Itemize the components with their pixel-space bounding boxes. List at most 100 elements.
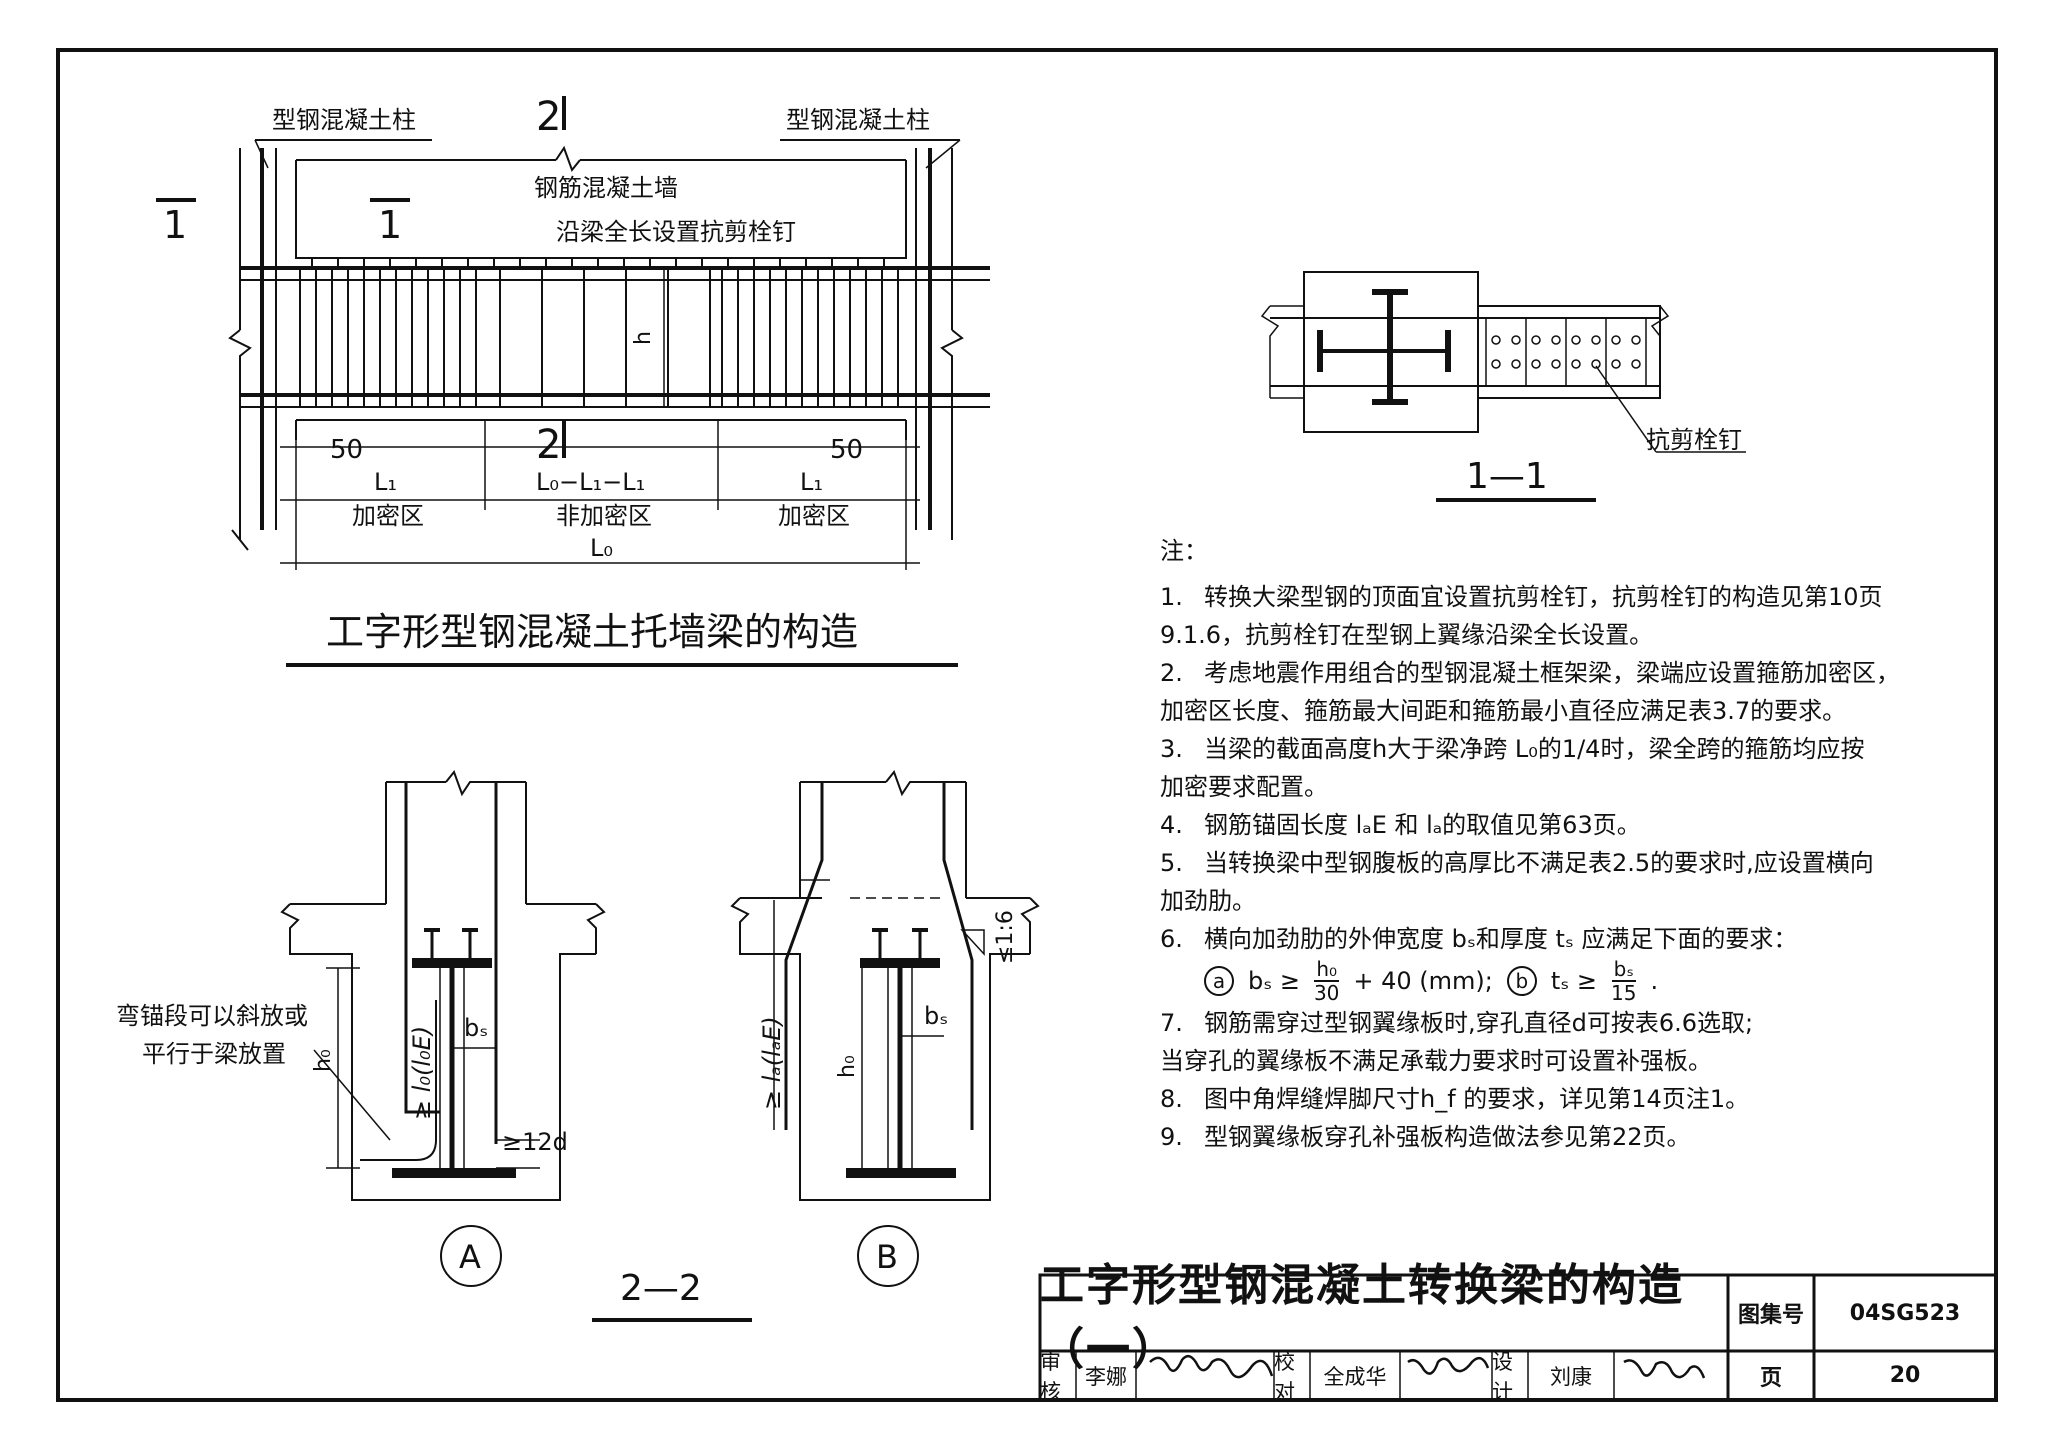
zone-right: 加密区 <box>778 502 850 530</box>
notes-heading: 注： <box>1160 537 1208 565</box>
zone-left: 加密区 <box>352 502 424 530</box>
note-text: 图中角焊缝焊脚尺寸h_f 的要求，详见第14页注1。 <box>1204 1085 1750 1113</box>
a-bs: bₛ <box>464 1014 488 1042</box>
note-text: 横向加劲肋的外伸宽度 bₛ和厚度 tₛ 应满足下面的要求： <box>1204 925 1798 953</box>
stud-dot <box>1531 359 1541 369</box>
section-22-a-drawing <box>280 769 606 1201</box>
note-num: 8. <box>1160 1085 1183 1113</box>
h-label: h <box>631 331 656 345</box>
note-cont: 9.1.6，抗剪栓钉在型钢上翼缘沿梁全长设置。 <box>1160 621 1654 649</box>
note-item: 8. 图中角焊缝焊脚尺寸h_f 的要求，详见第14页注1。 <box>1160 1080 1980 1118</box>
stud-dot <box>1631 335 1641 345</box>
note-item: 3. 当梁的截面高度h大于梁净跨 L₀的1/4时，梁全跨的箍筋均应按 <box>1160 730 1980 768</box>
section-2-bottom: 2 <box>536 422 561 468</box>
page-value: 20 <box>1889 1363 1921 1388</box>
review-label: 审核 <box>1040 1349 1061 1404</box>
dim-l1-left: L₁ <box>374 468 397 496</box>
note-text: 转换大梁型钢的顶面宜设置抗剪栓钉，抗剪栓钉的构造见第10页 <box>1204 583 1883 611</box>
dim-mid: L₀−L₁−L₁ <box>536 468 645 496</box>
stud-dot <box>1511 335 1521 345</box>
section-1-left: 1 <box>163 203 187 247</box>
dim-50-right: 50 <box>830 435 863 465</box>
title-block: 工字形型钢混凝土转换梁的构造（一） 图集号 04SG523 审核 李娜 校对 全… <box>1040 1260 2005 1404</box>
note-item: 1.转换大梁型钢的顶面宜设置抗剪栓钉，抗剪栓钉的构造见第10页 <box>1160 578 1980 616</box>
note-num: 7. <box>1160 1009 1183 1037</box>
signature-check <box>1407 1356 1490 1375</box>
stud-dot <box>1511 359 1521 369</box>
check-label: 校对 <box>1274 1349 1295 1404</box>
signature-design <box>1623 1359 1706 1379</box>
atlas-value: 04SG523 <box>1849 1300 1961 1326</box>
zone-mid: 非加密区 <box>556 502 652 530</box>
formula-a-num: h₀ <box>1314 957 1340 982</box>
section-22-title: 2—2 <box>620 1268 702 1309</box>
stud-dot <box>1571 359 1581 369</box>
section-1-mid: 1 <box>378 203 402 247</box>
dim-l1-right: L₁ <box>800 468 823 496</box>
formula-a-lhs: bₛ ≥ <box>1248 967 1300 995</box>
a-anchor: ≥ l₀(l₀E) <box>408 1026 436 1120</box>
design-name: 刘康 <box>1550 1364 1592 1389</box>
note-num: 5. <box>1160 849 1183 877</box>
note-item: 7. 钢筋需穿过型钢翼缘板时,穿孔直径d可按表6.6选取; <box>1160 1004 1980 1042</box>
section-11-title: 1—1 <box>1466 456 1548 497</box>
note-cont: 当穿孔的翼缘板不满足承载力要求时可设置补强板。 <box>1160 1047 1712 1075</box>
section-11-drawing <box>1260 271 1746 502</box>
note-cont: 加密要求配置。 <box>1160 773 1328 801</box>
note-text: 型钢翼缘板穿孔补强板构造做法参见第22页。 <box>1204 1123 1691 1151</box>
design-label: 设计 <box>1492 1349 1513 1404</box>
note-item: 5. 当转换梁中型钢腹板的高厚比不满足表2.5的要求时,应设置横向 <box>1160 844 1980 882</box>
mark-b: B <box>876 1238 898 1276</box>
col-label-left: 型钢混凝土柱 <box>272 106 416 134</box>
note-num: 6. <box>1160 925 1183 953</box>
elevation-title: 工字形型钢混凝土托墙梁的构造 <box>326 610 858 654</box>
formula-b-num: bₛ <box>1611 957 1636 982</box>
stud-dot <box>1491 359 1501 369</box>
a-note-line2: 平行于梁放置 <box>142 1040 286 1068</box>
note-text: 考虑地震作用组合的型钢混凝土框架梁，梁端应设置箍筋加密区， <box>1204 659 1900 687</box>
stud-dot <box>1591 335 1601 345</box>
note-text: 钢筋需穿过型钢翼缘板时,穿孔直径d可按表6.6选取; <box>1204 1009 1754 1037</box>
a-note-line1: 弯锚段可以斜放或 <box>116 1002 308 1030</box>
mark-a-circle <box>440 1225 502 1287</box>
a-h0: h₀ <box>311 1049 336 1072</box>
col-label-right: 型钢混凝土柱 <box>786 106 930 134</box>
note-item: 6. 横向加劲肋的外伸宽度 bₛ和厚度 tₛ 应满足下面的要求： <box>1160 920 1980 958</box>
note-cont: 加密区长度、箍筋最大间距和箍筋最小直径应满足表3.7的要求。 <box>1160 697 1847 725</box>
note-num: 9. <box>1160 1123 1183 1151</box>
elevation-drawing <box>156 96 990 667</box>
note-text: 当梁的截面高度h大于梁净跨 L₀的1/4时，梁全跨的箍筋均应按 <box>1204 735 1865 763</box>
review-name: 李娜 <box>1085 1364 1127 1389</box>
dim-50-left: 50 <box>330 435 363 465</box>
note-num: 4. <box>1160 811 1183 839</box>
sheet-border <box>56 48 1998 1402</box>
stud-dot <box>1531 335 1541 345</box>
stud-label: 抗剪栓钉 <box>1646 426 1742 454</box>
b-bs: bₛ <box>924 1002 948 1030</box>
note-text: 当转换梁中型钢腹板的高厚比不满足表2.5的要求时,应设置横向 <box>1204 849 1874 877</box>
stud-dot <box>1571 335 1581 345</box>
note-num: 3. <box>1160 735 1183 763</box>
notes-block: 注： 1.转换大梁型钢的顶面宜设置抗剪栓钉，抗剪栓钉的构造见第10页 9.1.6… <box>1160 532 1980 1156</box>
note-num: 2. <box>1160 659 1183 687</box>
stud-dot <box>1631 359 1641 369</box>
page-label: 页 <box>1759 1365 1782 1391</box>
formula-a-rhs: + 40 (mm); <box>1353 967 1493 995</box>
studs-label: 沿梁全长设置抗剪栓钉 <box>556 218 796 246</box>
signature-review <box>1149 1354 1274 1379</box>
section-2-top: 2 <box>536 94 561 140</box>
note-cont: 加劲肋。 <box>1160 887 1256 915</box>
formula-a-mark: a <box>1204 966 1234 996</box>
note-text: 钢筋锚固长度 lₐE 和 lₐ的取值见第63页。 <box>1204 811 1641 839</box>
note-item: 9. 型钢翼缘板穿孔补强板构造做法参见第22页。 <box>1160 1118 1980 1156</box>
mark-a: A <box>459 1238 481 1276</box>
a-12d: ≥12d <box>502 1128 568 1156</box>
mark-b-circle <box>857 1225 919 1287</box>
stud-dot <box>1611 335 1621 345</box>
wall-label: 钢筋混凝土墙 <box>534 174 678 202</box>
b-h0: h₀ <box>835 1055 860 1078</box>
